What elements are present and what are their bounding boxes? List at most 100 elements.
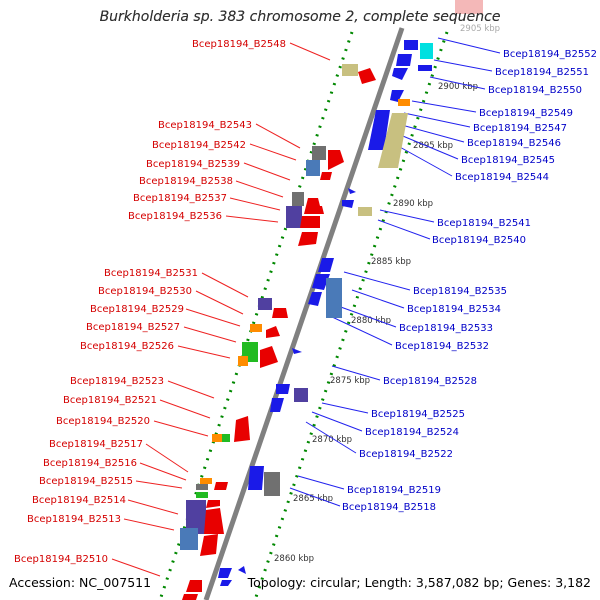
gene-arrow xyxy=(218,568,232,578)
connector-line xyxy=(127,499,179,515)
gene-arrow xyxy=(272,308,288,318)
gene-label[interactable]: Bcep18194_B2545 xyxy=(461,155,555,166)
gene-arrow xyxy=(342,200,354,208)
gene-label[interactable]: Bcep18194_B2516 xyxy=(43,458,137,469)
gene-label[interactable]: Bcep18194_B2528 xyxy=(383,376,477,387)
gene-label[interactable]: Bcep18194_B2513 xyxy=(27,514,121,525)
gene-box xyxy=(286,206,302,228)
gene-label[interactable]: Bcep18194_B2542 xyxy=(152,140,246,151)
connector-line xyxy=(343,271,411,291)
connector-line xyxy=(159,399,211,419)
scale-label: 2870 kbp xyxy=(312,435,352,445)
connector-line xyxy=(437,37,501,54)
gene-label[interactable]: Bcep18194_B2548 xyxy=(192,39,286,50)
gene-label[interactable]: Bcep18194_B2520 xyxy=(56,416,150,427)
connector-line xyxy=(183,326,237,343)
gene-label[interactable]: Bcep18194_B2539 xyxy=(146,159,240,170)
gene-arrow xyxy=(292,348,302,354)
gene-label[interactable]: Bcep18194_B2519 xyxy=(347,485,441,496)
connector-line xyxy=(145,443,189,473)
gene-label[interactable]: Bcep18194_B2541 xyxy=(437,218,531,229)
gene-label[interactable]: Bcep18194_B2549 xyxy=(479,108,573,119)
gene-label[interactable]: Bcep18194_B2546 xyxy=(467,138,561,149)
gene-arrow xyxy=(312,274,330,290)
gene-label[interactable]: Bcep18194_B2517 xyxy=(49,439,143,450)
gene-label[interactable]: Bcep18194_B2525 xyxy=(371,409,465,420)
connector-line xyxy=(177,345,231,359)
gene-label[interactable]: Bcep18194_B2536 xyxy=(128,211,222,222)
gene-label[interactable]: Bcep18194_B2538 xyxy=(139,176,233,187)
connector-line xyxy=(249,143,297,161)
gene-label[interactable]: Bcep18194_B2514 xyxy=(32,495,126,506)
gene-label[interactable]: Bcep18194_B2510 xyxy=(14,554,108,565)
gene-label[interactable]: Bcep18194_B2522 xyxy=(359,449,453,460)
gene-arrow xyxy=(304,206,324,214)
gene-arrow xyxy=(308,292,322,306)
gene-label[interactable]: Bcep18194_B2543 xyxy=(158,120,252,131)
scale-label: 2860 kbp xyxy=(274,554,314,564)
gene-box xyxy=(312,146,326,160)
scale-label: 2880 kbp xyxy=(351,316,391,326)
accession-text: Accession: NC_007511 xyxy=(9,575,152,590)
gene-arrow xyxy=(348,188,356,194)
reverse-connectors xyxy=(289,37,501,507)
gene-label[interactable]: Bcep18194_B2550 xyxy=(488,85,582,96)
scale-label: 2890 kbp xyxy=(393,199,433,209)
gene-box xyxy=(264,472,280,496)
connector-line xyxy=(397,123,465,143)
gene-label[interactable]: Bcep18194_B2529 xyxy=(90,304,184,315)
gene-label[interactable]: Bcep18194_B2544 xyxy=(455,172,549,183)
gene-arrow xyxy=(392,68,408,80)
gene-arrow xyxy=(200,534,218,556)
gene-label[interactable]: Bcep18194_B2540 xyxy=(432,235,526,246)
gene-arrow xyxy=(214,482,228,490)
gene-arrow xyxy=(298,232,318,246)
gene-box xyxy=(212,434,222,442)
gene-box xyxy=(238,356,248,366)
gene-arrow xyxy=(234,416,250,442)
scale-label: 2885 kbp xyxy=(371,257,411,267)
map-title: Burkholderia sp. 383 chromosome 2, compl… xyxy=(99,9,501,25)
gene-arrow xyxy=(390,90,404,102)
gene-box xyxy=(292,192,304,206)
gene-box xyxy=(358,207,372,216)
gene-label[interactable]: Bcep18194_B2552 xyxy=(503,49,597,60)
gene-box xyxy=(294,388,308,402)
scale-labels: 2905 kbp 2900 kbp 2895 kbp 2890 kbp 2885… xyxy=(274,24,500,564)
gene-label[interactable]: Bcep18194_B2532 xyxy=(395,341,489,352)
gene-label[interactable]: Bcep18194_B2531 xyxy=(104,268,198,279)
gene-label[interactable]: Bcep18194_B2547 xyxy=(473,123,567,134)
gene-label[interactable]: Bcep18194_B2527 xyxy=(86,322,180,333)
gene-arrow xyxy=(220,580,232,586)
gene-box xyxy=(342,64,358,76)
gene-box xyxy=(258,298,272,310)
gene-label[interactable]: Bcep18194_B2515 xyxy=(39,476,133,487)
gene-label[interactable]: Bcep18194_B2521 xyxy=(63,395,157,406)
gene-label[interactable]: Bcep18194_B2535 xyxy=(413,286,507,297)
gene-label[interactable]: Bcep18194_B2533 xyxy=(399,323,493,334)
gene-box xyxy=(398,99,410,106)
connector-line xyxy=(411,100,477,113)
gene-label[interactable]: Bcep18194_B2537 xyxy=(133,193,227,204)
gene-box xyxy=(306,160,320,176)
connector-line xyxy=(297,475,345,490)
connector-line xyxy=(403,112,471,128)
gene-arrow xyxy=(318,258,334,272)
gene-label[interactable]: Bcep18194_B2526 xyxy=(80,341,174,352)
gene-label[interactable]: Bcep18194_B2530 xyxy=(98,286,192,297)
gene-label[interactable]: Bcep18194_B2524 xyxy=(365,427,459,438)
scale-label: 2875 kbp xyxy=(330,376,370,386)
connector-line xyxy=(139,462,187,481)
gene-arrow xyxy=(358,68,376,84)
gene-label[interactable]: Bcep18194_B2518 xyxy=(342,502,436,513)
connector-line xyxy=(235,180,284,198)
connector-line xyxy=(397,133,459,160)
connector-line xyxy=(229,197,281,211)
gene-label[interactable]: Bcep18194_B2523 xyxy=(70,376,164,387)
connector-line xyxy=(377,219,431,240)
gene-label[interactable]: Bcep18194_B2551 xyxy=(495,67,589,78)
scale-label: 2900 kbp xyxy=(438,82,478,92)
gene-label[interactable]: Bcep18194_B2534 xyxy=(407,304,501,315)
gene-arrow xyxy=(260,346,278,368)
connector-line xyxy=(225,215,279,223)
